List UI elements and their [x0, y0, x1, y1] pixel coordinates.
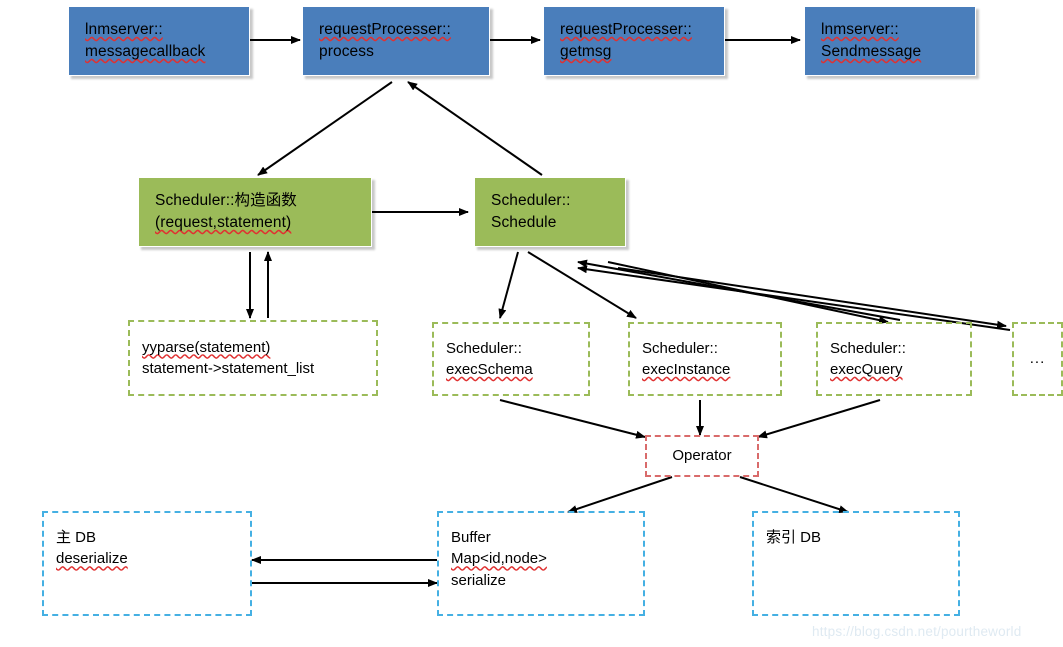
node-more[interactable]: ...: [1012, 322, 1063, 396]
node-getmsg-line2: getmsg: [560, 43, 612, 60]
arrow-schedule-to-process: [407, 81, 543, 176]
arrow-execquery-to-operator: [757, 399, 881, 439]
node-sendmessage-line2: Sendmessage: [821, 43, 922, 60]
node-sendmessage[interactable]: lnmserver:: Sendmessage: [804, 6, 976, 76]
node-messagecallback[interactable]: lnmserver:: messagecallback: [68, 6, 250, 76]
node-process-line1: requestProcesser::: [319, 21, 451, 38]
node-index-db-line1: 索引 DB: [766, 529, 822, 546]
node-scheduler-schedule-line1: Scheduler::: [491, 192, 571, 209]
arrow-more-to-schedule: [577, 265, 1011, 331]
node-execschema-line1: Scheduler::: [446, 339, 522, 357]
arrow-schedule-to-execinstance: [527, 251, 637, 319]
node-getmsg[interactable]: requestProcesser:: getmsg: [543, 6, 725, 76]
node-execinstance-line1: Scheduler::: [642, 339, 718, 357]
arrow-operator-to-indexdb: [739, 476, 849, 514]
arrow-process-to-constructor: [257, 81, 393, 176]
watermark: https://blog.csdn.net/pourtheworld: [812, 624, 1022, 639]
node-index-db[interactable]: 索引 DB: [752, 511, 960, 616]
arrow-schedule-to-execquery: [607, 261, 889, 325]
node-messagecallback-line1: lnmserver::: [85, 21, 163, 38]
node-scheduler-constructor-line1: Scheduler::构造函数: [155, 192, 297, 209]
node-process[interactable]: requestProcesser:: process: [302, 6, 490, 76]
node-scheduler-schedule[interactable]: Scheduler:: Schedule: [474, 177, 626, 247]
node-execschema[interactable]: Scheduler:: execSchema: [432, 322, 590, 396]
node-execquery-line1: Scheduler::: [830, 339, 906, 357]
arrow-schedule-to-more: [617, 267, 1007, 329]
arrow-execquery-to-schedule: [577, 259, 901, 321]
node-yyparse-line1: yyparse(statement): [142, 338, 271, 356]
node-sendmessage-line1: lnmserver::: [821, 21, 899, 38]
node-scheduler-schedule-line2: Schedule: [491, 214, 557, 231]
node-buffer[interactable]: Buffer Map<id,node> serialize: [437, 511, 645, 616]
arrow-schedule-to-execschema: [498, 251, 519, 319]
node-scheduler-constructor[interactable]: Scheduler::构造函数 (request,statement): [138, 177, 372, 247]
node-yyparse-line2: statement->statement_list: [142, 360, 315, 377]
node-process-line2: process: [319, 43, 374, 60]
arrow-operator-to-buffer: [567, 476, 673, 513]
node-operator-label: Operator: [672, 447, 732, 465]
node-execinstance-line2: execInstance: [642, 361, 731, 378]
node-buffer-line3: serialize: [451, 571, 507, 589]
node-messagecallback-line2: messagecallback: [85, 43, 206, 60]
node-buffer-line2: Map<id,node>: [451, 550, 547, 568]
node-buffer-line1: Buffer: [451, 529, 491, 546]
node-operator[interactable]: Operator: [645, 435, 759, 477]
node-execquery-line2: execQuery: [830, 361, 903, 378]
node-getmsg-line1: requestProcesser::: [560, 21, 692, 38]
node-main-db-line2: deserialize: [56, 550, 128, 568]
node-main-db[interactable]: 主 DB deserialize: [42, 511, 252, 616]
node-yyparse[interactable]: yyparse(statement) statement->statement_…: [128, 320, 378, 396]
node-execschema-line2: execSchema: [446, 361, 533, 378]
arrow-execschema-to-operator: [499, 399, 646, 439]
node-more-label: ...: [1029, 350, 1046, 368]
node-main-db-line1: 主 DB: [56, 529, 97, 546]
node-scheduler-constructor-line2: (request,statement): [155, 214, 292, 231]
node-execinstance[interactable]: Scheduler:: execInstance: [628, 322, 782, 396]
node-execquery[interactable]: Scheduler:: execQuery: [816, 322, 972, 396]
